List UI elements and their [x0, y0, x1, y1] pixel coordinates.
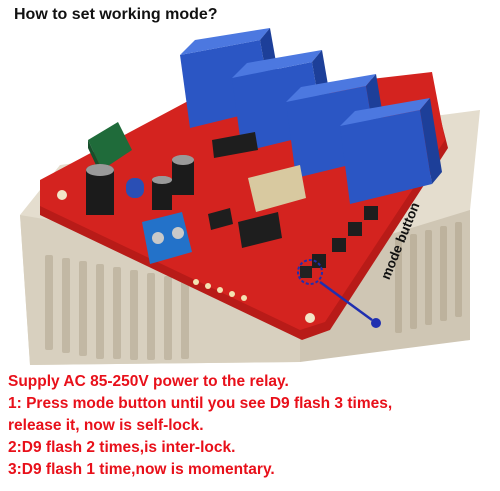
- instruction-line-3: 2:D9 flash 2 times,is inter-lock.: [8, 439, 236, 456]
- mode-button-highlight: [297, 259, 323, 285]
- page-title: How to set working mode?: [14, 6, 218, 23]
- callout-arrow: [319, 280, 381, 328]
- relays: [180, 28, 442, 204]
- instruction-line-2: release it, now is self-lock.: [8, 417, 204, 434]
- mode-button-switch: [300, 266, 312, 278]
- instruction-line-0: Supply AC 85-250V power to the relay.: [8, 373, 289, 390]
- instruction-line-1: 1: Press mode button until you see D9 fl…: [8, 395, 393, 412]
- instruction-line-4: 3:D9 flash 1 time,now is momentary.: [8, 461, 275, 478]
- tact-buttons: [300, 206, 378, 278]
- components: [86, 122, 378, 301]
